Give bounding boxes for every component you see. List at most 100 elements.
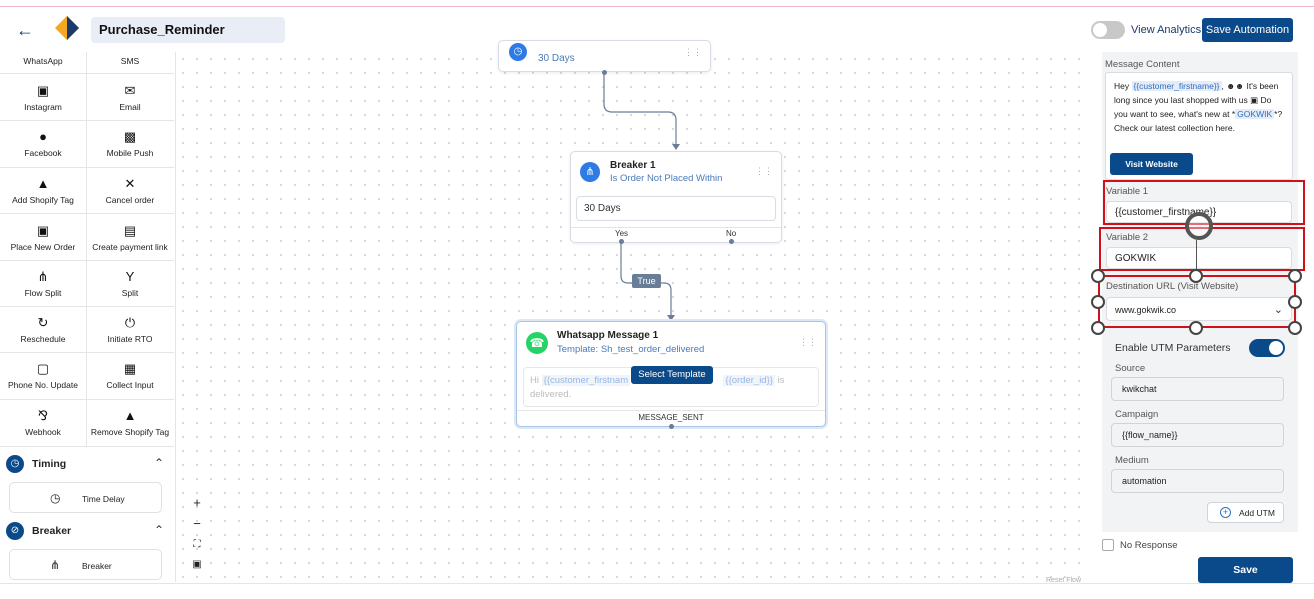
- node-value: 30 Days: [538, 53, 575, 64]
- section-label: Timing: [32, 458, 67, 470]
- sidebar-item-email[interactable]: ✉Email: [87, 83, 173, 112]
- cart-cancel-icon: ✕: [124, 176, 136, 191]
- time-delay-item[interactable]: ◷ Time Delay: [9, 482, 162, 513]
- output-port[interactable]: [602, 70, 607, 75]
- sidebar-item-label: Instagram: [24, 102, 62, 112]
- source-input[interactable]: kwikchat: [1111, 377, 1284, 401]
- zoom-out-button[interactable]: −: [193, 516, 201, 531]
- fit-view-icon[interactable]: ⛶: [193, 539, 201, 550]
- no-port[interactable]: [729, 239, 734, 244]
- output-port[interactable]: [669, 424, 674, 429]
- save-button[interactable]: Save: [1198, 557, 1293, 583]
- campaign-label: Campaign: [1115, 409, 1159, 420]
- divider: [571, 227, 781, 228]
- message-text: It's been long since you last shopped wi…: [1114, 81, 1279, 105]
- sidebar-item-flow-split[interactable]: ⋔Flow Split: [0, 269, 86, 298]
- split-icon: Y: [125, 269, 135, 284]
- back-arrow-icon[interactable]: ←: [16, 20, 34, 40]
- select-template-button[interactable]: Select Template: [631, 366, 713, 384]
- drag-handle-icon[interactable]: ⋮⋮: [684, 47, 702, 57]
- enable-utm-label: Enable UTM Parameters: [1115, 342, 1231, 354]
- plus-circle-icon: +: [1220, 507, 1231, 518]
- power-icon: ⏻: [124, 315, 136, 330]
- medium-label: Medium: [1115, 455, 1149, 466]
- sidebar-item-add-shopify-tag[interactable]: ▲Add Shopify Tag: [0, 176, 86, 205]
- header: ← Purchase_Reminder View Analytics Save …: [0, 8, 1314, 52]
- sidebar-item-mobile-push[interactable]: ▩Mobile Push: [87, 129, 173, 158]
- timing-section-header[interactable]: ◷ Timing ⌃: [4, 453, 170, 475]
- sidebar-item-webhook[interactable]: ⅋Webhook: [0, 408, 86, 437]
- sidebar-item-initiate-rto[interactable]: ⏻Initiate RTO: [87, 315, 173, 344]
- yes-port[interactable]: [619, 239, 624, 244]
- variable1-label: Variable 1: [1106, 186, 1149, 197]
- reset-flow-link[interactable]: Reset Flow: [1046, 577, 1082, 584]
- breaker-section-header[interactable]: ⊘ Breaker ⌃: [4, 520, 170, 542]
- no-response-checkbox[interactable]: [1102, 539, 1114, 551]
- node-subtitle: Template: Sh_test_order_delivered: [557, 344, 705, 355]
- sidebar-item-facebook[interactable]: ●Facebook: [0, 129, 86, 158]
- message-text: ? Check our latest collection here.: [1114, 109, 1283, 133]
- divider: [0, 306, 174, 307]
- divider: [0, 167, 174, 168]
- preview-text: is: [777, 375, 785, 386]
- zoom-in-button[interactable]: +: [193, 495, 201, 510]
- destination-url-select[interactable]: www.gokwik.co ⌄: [1106, 297, 1292, 321]
- save-automation-button[interactable]: Save Automation: [1202, 18, 1293, 42]
- preview-text: delivered.: [530, 389, 572, 400]
- sidebar-item-sms[interactable]: SMS: [87, 56, 173, 66]
- variable2-input[interactable]: GOKWIK: [1106, 247, 1292, 269]
- time-delay-node[interactable]: ◷ 30 Days ⋮⋮: [498, 40, 711, 75]
- sidebar-item-place-new-order[interactable]: ▣Place New Order: [0, 223, 86, 252]
- view-analytics-toggle[interactable]: [1091, 21, 1125, 39]
- add-utm-button[interactable]: + Add UTM: [1207, 502, 1284, 523]
- resize-handle[interactable]: [1091, 295, 1105, 309]
- enable-utm-toggle[interactable]: [1249, 339, 1285, 357]
- resize-handle[interactable]: [1288, 321, 1302, 335]
- lock-icon[interactable]: ▣: [192, 559, 202, 570]
- item-label: Breaker: [82, 561, 112, 571]
- resize-handle[interactable]: [1091, 321, 1105, 335]
- visit-website-button[interactable]: Visit Website: [1110, 153, 1193, 175]
- no-branch-label: No: [726, 229, 737, 238]
- sidebar-item-phone-no-update[interactable]: ▢Phone No. Update: [0, 361, 86, 390]
- sidebar-item-label: WhatsApp: [23, 56, 63, 66]
- sidebar-item-whatsapp[interactable]: WhatsApp: [0, 56, 86, 66]
- logo-icon: [54, 15, 79, 40]
- medium-input[interactable]: automation: [1111, 469, 1284, 493]
- breaker-node-icon: ⋔: [50, 558, 61, 572]
- sidebar: WhatsApp SMS ▣Instagram ✉Email ●Facebook…: [0, 52, 176, 582]
- node-footer-label: MESSAGE_SENT: [638, 413, 704, 422]
- sidebar-item-label: Collect Input: [106, 380, 154, 390]
- resize-handle[interactable]: [1189, 321, 1203, 335]
- shopify-bag-icon: ▲: [36, 176, 50, 191]
- divider: [0, 446, 174, 447]
- sidebar-item-instagram[interactable]: ▣Instagram: [0, 83, 86, 112]
- breaker-node[interactable]: ⋔ Breaker 1 Is Order Not Placed Within ⋮…: [570, 151, 782, 244]
- automation-title-input[interactable]: Purchase_Reminder: [91, 17, 285, 43]
- campaign-input[interactable]: {{flow_name}}: [1111, 423, 1284, 447]
- drag-handle-icon[interactable]: ⋮⋮: [799, 337, 817, 347]
- resize-handle[interactable]: [1189, 269, 1203, 283]
- divider: [0, 399, 174, 400]
- drag-handle-icon[interactable]: ⋮⋮: [755, 166, 773, 176]
- sidebar-item-collect-input[interactable]: ▦Collect Input: [87, 361, 173, 390]
- resize-handle[interactable]: [1288, 295, 1302, 309]
- flow-canvas[interactable]: [176, 52, 1088, 582]
- sidebar-item-remove-shopify-tag[interactable]: ▲Remove Shopify Tag: [87, 408, 173, 437]
- sidebar-item-create-payment-link[interactable]: ▤Create payment link: [87, 223, 173, 252]
- resize-handle[interactable]: [1091, 269, 1105, 283]
- resize-handle[interactable]: [1288, 269, 1302, 283]
- sidebar-item-reschedule[interactable]: ↻Reschedule: [0, 315, 86, 344]
- breaker-value-field[interactable]: 30 Days: [576, 196, 776, 221]
- time-delay-icon: ◷: [50, 491, 61, 505]
- sidebar-item-label: Mobile Push: [106, 148, 154, 158]
- rotate-handle-icon[interactable]: [1185, 212, 1213, 240]
- sidebar-item-cancel-order[interactable]: ✕Cancel order: [87, 176, 173, 205]
- whatsapp-message-node[interactable]: ☎ Whatsapp Message 1 Template: Sh_test_o…: [516, 321, 826, 429]
- true-edge-label: True: [632, 274, 661, 288]
- top-border: [0, 6, 1314, 7]
- variable2-label: Variable 2: [1106, 232, 1149, 243]
- node-title: Breaker 1: [610, 160, 656, 171]
- breaker-item[interactable]: ⋔ Breaker: [9, 549, 162, 580]
